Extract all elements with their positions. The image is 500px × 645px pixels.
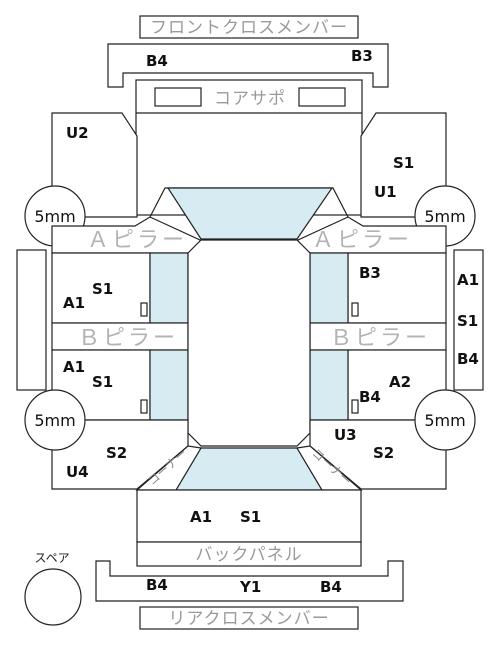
code-trunk-a: A1: [190, 508, 212, 526]
front-left-window[interactable]: [149, 252, 189, 324]
windshield[interactable]: [166, 187, 334, 240]
rear-right-handle[interactable]: [351, 399, 359, 414]
front-cross-member-label: フロントクロスメンバー: [150, 18, 348, 38]
back-panel[interactable]: [136, 541, 362, 567]
rear-right-window[interactable]: [309, 349, 349, 421]
rear-bumper[interactable]: [95, 560, 404, 602]
front-right-door[interactable]: [347, 252, 447, 324]
rear-cross-member-box[interactable]: [139, 606, 359, 630]
code-front-left-fender: U2: [66, 124, 89, 142]
code-front-right-door: B3: [359, 264, 381, 282]
a-pillar-left-label: Ａピラー: [87, 228, 187, 253]
spare-label: スペア: [34, 551, 69, 565]
code-front-right-fender-bottom: U1: [374, 183, 397, 201]
code-trunk-s: S1: [240, 508, 261, 526]
front-bumper[interactable]: [107, 43, 389, 88]
tire-rear-left-label: 5mm: [34, 411, 75, 430]
code-rear-right-quarter-s: S2: [373, 444, 394, 462]
back-panel-label: バックパネル: [195, 545, 302, 565]
b-pillar-right-label: Ｂピラー: [330, 326, 430, 351]
left-rocker[interactable]: [16, 249, 47, 391]
code-rear-left-quarter-s: S2: [106, 444, 127, 462]
b-pillar-right[interactable]: [309, 322, 447, 351]
code-rear-member-left: B4: [146, 576, 168, 594]
rear-left-tire[interactable]: [24, 389, 86, 451]
code-right-side-b: B4: [457, 350, 479, 368]
headlight-left[interactable]: [154, 87, 202, 107]
rear-left-window[interactable]: [149, 349, 189, 421]
code-rear-left-door-a: A1: [63, 358, 85, 376]
code-front-left-door-a: A1: [63, 294, 85, 312]
rear-left-handle[interactable]: [140, 399, 148, 414]
code-rear-member-right: B4: [320, 578, 342, 596]
a-pillar-right-label: Ａピラー: [312, 228, 412, 253]
code-front-member-right: B3: [351, 47, 373, 65]
trunk-lid[interactable]: [136, 489, 362, 543]
code-front-left-door-s: S1: [92, 280, 113, 298]
b-pillar-left-label: Ｂピラー: [78, 326, 178, 351]
front-cross-member-box[interactable]: [139, 15, 359, 39]
rear-right-tire[interactable]: [414, 389, 476, 451]
code-front-right-fender-top: S1: [393, 154, 414, 172]
tire-front-right-label: 5mm: [424, 207, 465, 226]
code-right-side-a: A1: [457, 271, 479, 289]
front-right-window[interactable]: [309, 252, 349, 324]
code-front-member-left: B4: [146, 52, 168, 70]
front-right-handle[interactable]: [351, 302, 359, 317]
right-side-column[interactable]: [453, 249, 484, 391]
code-rear-member-center: Y1: [239, 578, 261, 596]
roof[interactable]: [187, 239, 311, 447]
headlight-right[interactable]: [298, 87, 346, 107]
code-rear-right-quarter-u: U3: [334, 426, 357, 444]
rear-cross-member-label: リアクロスメンバー: [168, 609, 329, 629]
tire-rear-right-label: 5mm: [424, 411, 465, 430]
code-rear-right-door-b: B4: [359, 388, 381, 406]
code-rear-left-door-s: S1: [92, 373, 113, 391]
code-rear-right-door-a: A2: [389, 373, 411, 391]
core-support-label: コアサポ: [214, 89, 286, 109]
code-right-side-s: S1: [457, 312, 478, 330]
code-rear-left-quarter-u: U4: [66, 463, 89, 481]
front-left-handle[interactable]: [140, 302, 148, 317]
spare-tire[interactable]: [24, 568, 82, 626]
tire-front-left-label: 5mm: [34, 207, 75, 226]
